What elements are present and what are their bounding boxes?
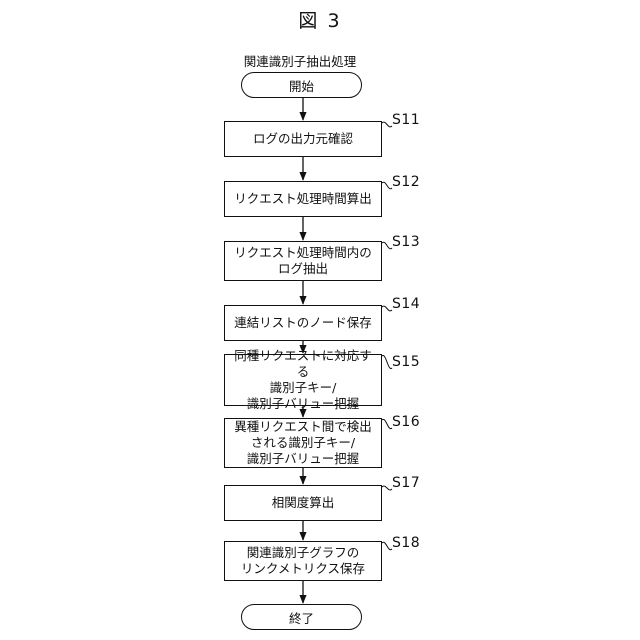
step-s18-box: 関連識別子グラフの リンクメトリクス保存 [224, 541, 382, 581]
end-terminal: 終了 [241, 604, 362, 630]
leader-layer [382, 122, 392, 550]
step-leader-8 [382, 542, 392, 549]
step-s17-box: 相関度算出 [224, 485, 382, 521]
step-leader-5 [382, 355, 392, 368]
step-s16-box: 異種リクエスト間で検出 される識別子キー/ 識別子バリュー把握 [224, 418, 382, 468]
step-leader-4 [382, 306, 392, 311]
step-s16-id: S16 [392, 414, 420, 430]
step-s15-box: 同種リクエストに対応する 識別子キー/ 識別子バリュー把握 [224, 354, 382, 406]
start-terminal: 開始 [241, 72, 362, 98]
step-s18-id: S18 [392, 535, 420, 551]
step-s12-id: S12 [392, 174, 420, 190]
step-s11-box: ログの出力元確認 [224, 121, 382, 157]
step-leader-2 [382, 182, 392, 189]
step-s17-id: S17 [392, 475, 420, 491]
step-leader-1 [382, 122, 392, 127]
step-s14-box: 連結リストのノード保存 [224, 305, 382, 341]
step-s14-id: S14 [392, 296, 420, 312]
step-leader-6 [382, 419, 392, 428]
step-s12-box: リクエスト処理時間算出 [224, 181, 382, 217]
step-s13-id: S13 [392, 234, 420, 250]
step-s13-box: リクエスト処理時間内の ログ抽出 [224, 241, 382, 281]
step-s15-id: S15 [392, 354, 420, 370]
step-leader-7 [382, 486, 392, 490]
step-leader-3 [382, 242, 392, 249]
step-s11-id: S11 [392, 112, 420, 128]
